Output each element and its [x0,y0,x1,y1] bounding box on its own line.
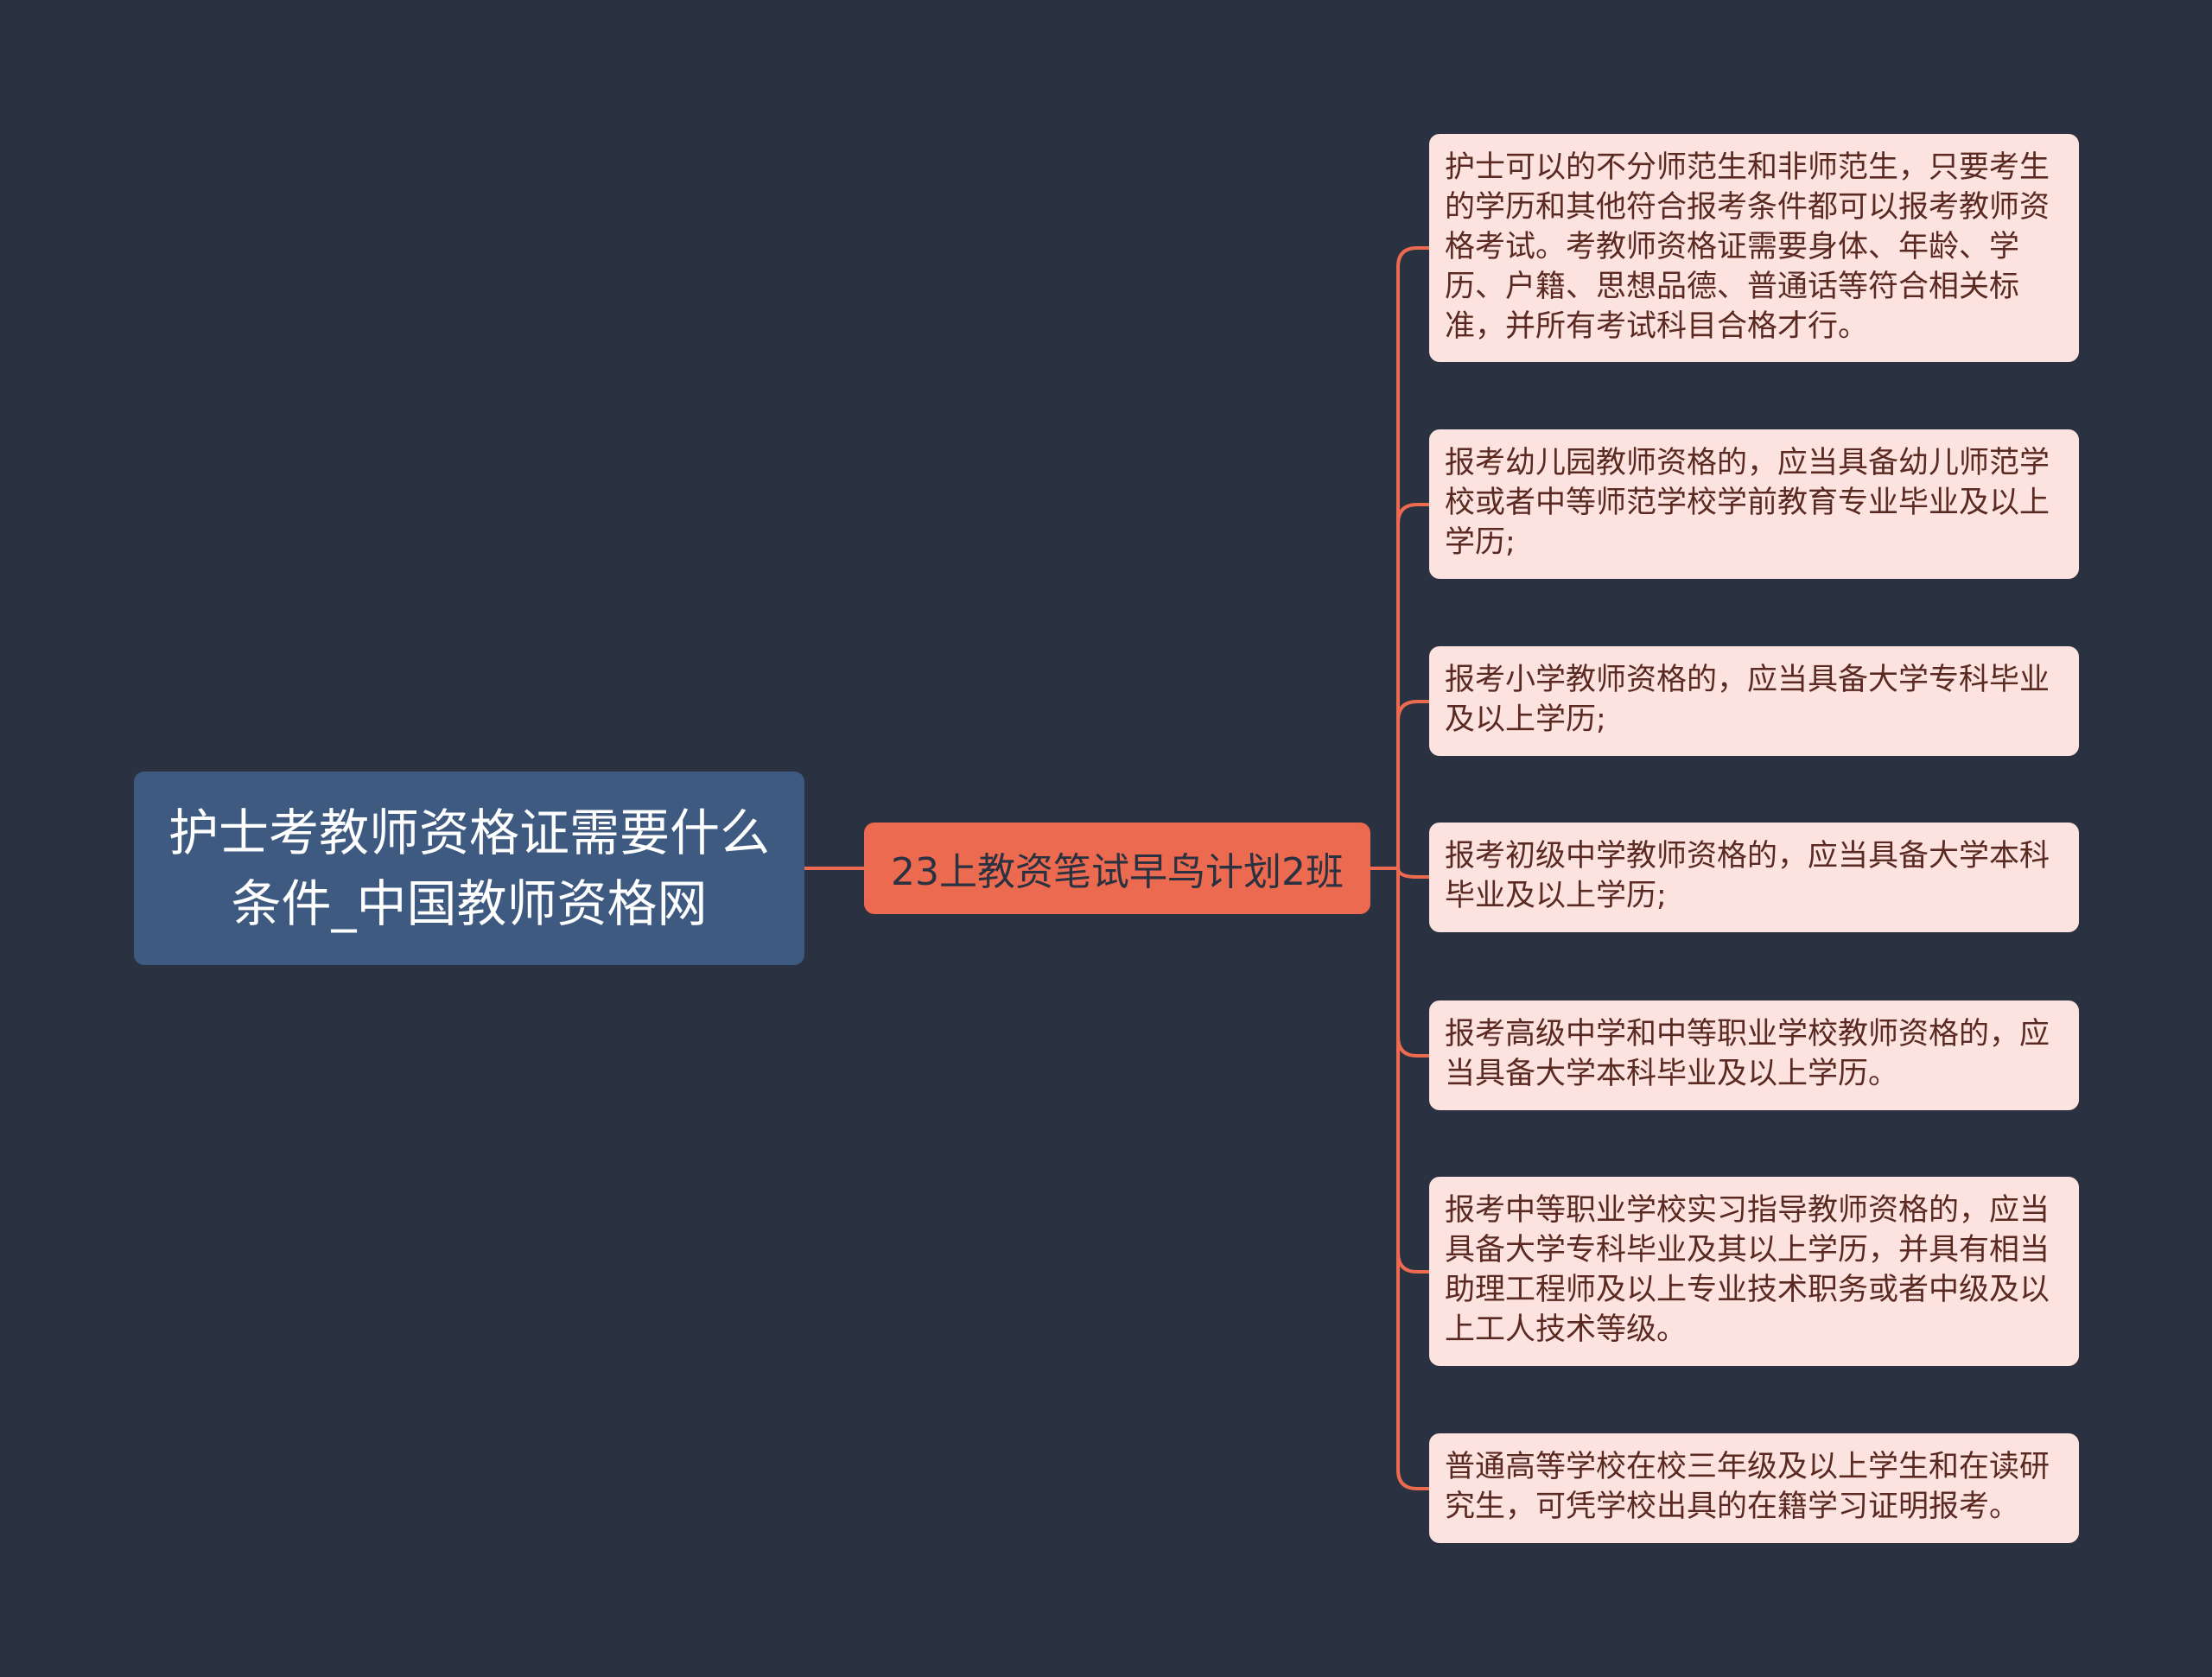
connector-leaf-2 [1396,700,1431,870]
connector-leaf-1 [1396,503,1431,870]
leaf-topic-text: 普通高等学校在校三年级及以上学生和在读研究生，可凭学校出具的在籍学习证明报考。 [1445,1450,2050,1524]
leaf-topic-junior-middle-school[interactable]: 报考初级中学教师资格的，应当具备大学本科毕业及以上学历; [1429,823,2079,932]
leaf-topic-nurse-eligibility[interactable]: 护士可以的不分师范生和非师范生，只要考生的学历和其他符合报考条件都可以报考教师资… [1429,134,2079,362]
connector-leaf-4 [1396,867,1431,1058]
connector-leaf-5 [1396,867,1431,1274]
leaf-topic-text: 护士可以的不分师范生和非师范生，只要考生的学历和其他符合报考条件都可以报考教师资… [1445,150,2050,344]
branch-topic-label: 23上教资笔试早鸟计划2班 [891,850,1344,894]
leaf-topic-primary-school[interactable]: 报考小学教师资格的，应当具备大学专科毕业及以上学历; [1429,646,2079,756]
leaf-topic-vocational-instructor[interactable]: 报考中等职业学校实习指导教师资格的，应当具备大学专科毕业及其以上学历，并具有相当… [1429,1177,2079,1366]
leaf-topic-text: 报考小学教师资格的，应当具备大学专科毕业及以上学历; [1445,663,2050,737]
leaf-topic-text: 报考高级中学和中等职业学校教师资格的，应当具备大学本科毕业及以上学历。 [1445,1017,2050,1091]
connector-leaf-6 [1396,867,1431,1490]
leaf-topic-kindergarten[interactable]: 报考幼儿园教师资格的，应当具备幼儿师范学校或者中等师范学校学前教育专业毕业及以上… [1429,429,2079,579]
connector-leaf-3 [1396,867,1431,879]
leaf-topic-university-students[interactable]: 普通高等学校在校三年级及以上学生和在读研究生，可凭学校出具的在籍学习证明报考。 [1429,1433,2079,1543]
leaf-topic-text: 报考初级中学教师资格的，应当具备大学本科毕业及以上学历; [1445,839,2050,913]
branch-topic[interactable]: 23上教资笔试早鸟计划2班 [864,823,1370,914]
root-topic-label: 护士考教师资格证需要什么条件_中国教师资格网 [168,804,770,933]
connector-leaf-0 [1396,246,1431,870]
leaf-topic-text: 报考中等职业学校实习指导教师资格的，应当具备大学专科毕业及其以上学历，并具有相当… [1445,1193,2050,1347]
leaf-topic-senior-high-school[interactable]: 报考高级中学和中等职业学校教师资格的，应当具备大学本科毕业及以上学历。 [1429,1000,2079,1110]
root-topic[interactable]: 护士考教师资格证需要什么条件_中国教师资格网 [134,772,804,965]
leaf-topic-text: 报考幼儿园教师资格的，应当具备幼儿师范学校或者中等师范学校学前教育专业毕业及以上… [1445,446,2050,560]
